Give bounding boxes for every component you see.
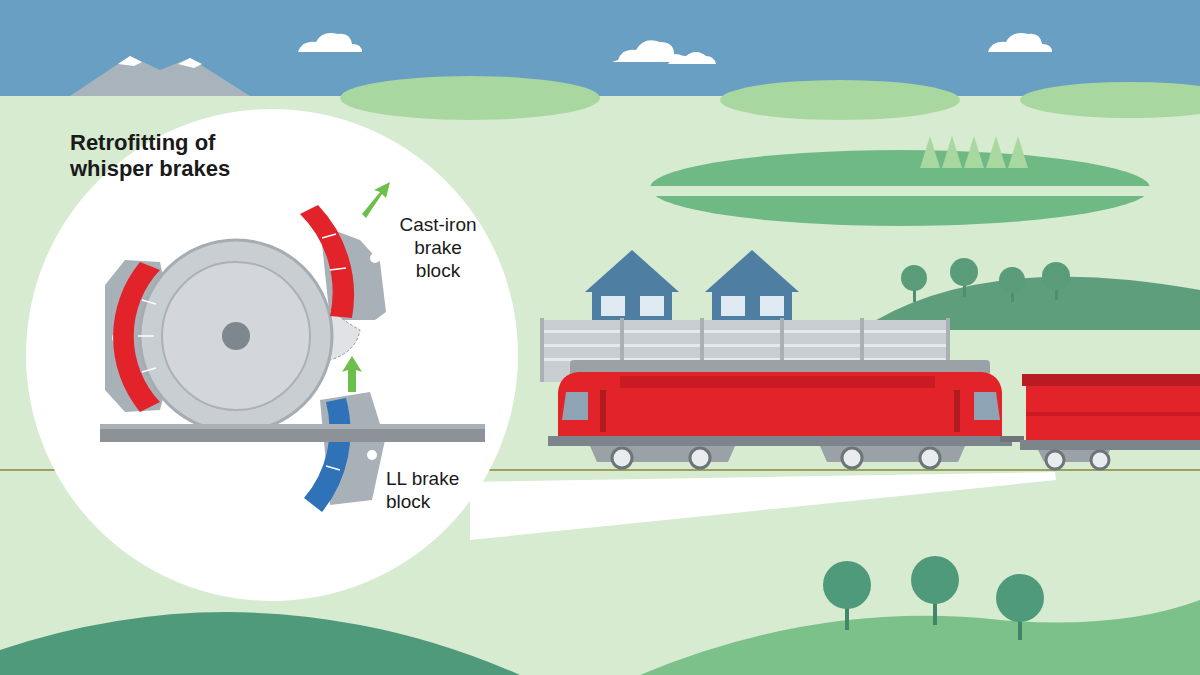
wagon	[1020, 374, 1200, 469]
mountains	[70, 56, 250, 96]
far-hills	[340, 76, 1200, 120]
trees	[823, 556, 1044, 640]
part-label: LL brake block	[386, 468, 478, 514]
wheel-detail	[100, 182, 485, 512]
sky	[0, 0, 1200, 96]
locomotive	[548, 360, 1024, 468]
trees	[901, 258, 1070, 302]
clouds	[298, 33, 1052, 64]
part-label: Cast-iron brake block	[392, 214, 484, 282]
conifers	[920, 136, 1028, 168]
houses	[585, 250, 799, 330]
callout	[26, 109, 1056, 601]
ground-strip	[650, 186, 1170, 196]
title: Retrofitting of whisper brakes	[70, 130, 280, 183]
